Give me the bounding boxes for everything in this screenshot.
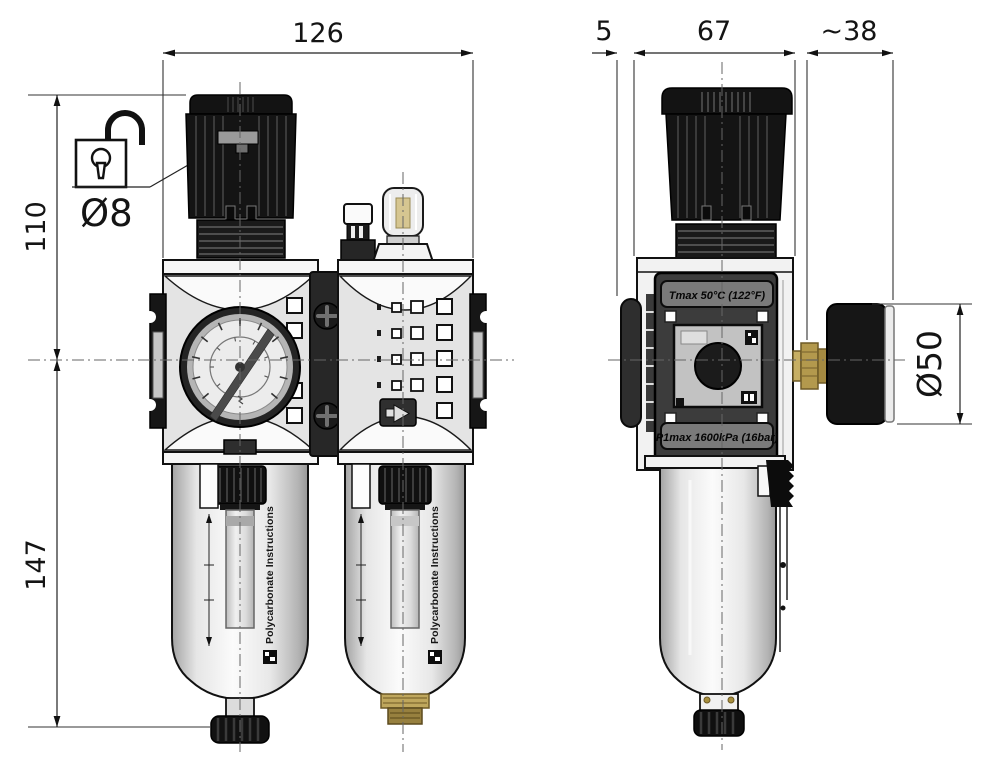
phillips-screw-top (313, 302, 341, 330)
level-indicator (204, 514, 214, 646)
lubricator-bowl: Polycarbonate Instructions (344, 463, 466, 725)
filter-regulator-body (144, 259, 319, 465)
port-squares-left (286, 297, 303, 424)
fill-plug (340, 203, 376, 263)
gauge-connection-brass (792, 342, 828, 390)
bowl-clip (766, 460, 794, 507)
level-indicator-lubricator (356, 514, 366, 646)
knob-dim-value: Ø8 (80, 192, 133, 235)
sight-window (199, 463, 219, 509)
dim-side-top: 5 67 ~38 (592, 16, 894, 340)
lubricator-body (337, 187, 492, 465)
filter-bowl-label: Polycarbonate Instructions (264, 506, 276, 644)
port-plate (672, 323, 764, 409)
connector-block (309, 271, 345, 457)
pmax-marking: P1max 1600kPa (16bar) (656, 432, 779, 444)
phillips-screw-bottom (313, 402, 341, 430)
dim-gauge-depth-value: ~38 (821, 16, 878, 47)
mounting-tab-side (620, 298, 642, 428)
pmax-band: P1max 1600kPa (16bar) (656, 422, 779, 450)
mounting-tab-left (144, 293, 167, 429)
regulator-knob-side (661, 87, 793, 261)
drain-valve-side (693, 693, 745, 737)
panel-corner-squares (664, 310, 769, 425)
dim-width-value: 126 (292, 18, 344, 49)
lubricator-bowl-label: Polycarbonate Instructions (429, 506, 441, 644)
side-view: 5 67 ~38 (592, 16, 972, 750)
regulator-knob (185, 94, 297, 259)
pressure-gauge (179, 306, 301, 455)
dim-body-depth-value: 67 (697, 16, 731, 47)
bowl-side (659, 460, 794, 737)
dim-left-offset-value: 5 (595, 16, 612, 47)
front-view: 126 110 147 Ø8 (21, 18, 514, 752)
tmax-band: Tmax 50°C (122°F) (660, 280, 774, 308)
dim-height-lower-value: 147 (21, 539, 52, 591)
unlock-icon (74, 110, 145, 189)
oil-tube (390, 509, 420, 629)
flow-arrow-icon (379, 398, 417, 427)
dim-gauge-diameter: Ø50 (872, 303, 972, 425)
bowl-logo (263, 650, 277, 664)
port-hole (694, 342, 742, 390)
dim-height-upper-value: 110 (21, 201, 52, 253)
knob-lock-window (217, 130, 259, 145)
gauge-diameter-value: Ø50 (910, 330, 949, 398)
gauge-needle (209, 328, 275, 422)
dim-width-126: 126 (162, 18, 474, 258)
sight-window-lubricator (351, 463, 371, 509)
pressure-gauge-side (826, 303, 895, 425)
body-side: Tmax 50°C (122°F) (620, 257, 794, 471)
bowl-logo-lubricator (428, 650, 442, 664)
knob-collar (196, 219, 286, 259)
mounting-tab-right (469, 293, 492, 429)
dim-heights: 110 147 (21, 94, 210, 728)
tmax-marking: Tmax 50°C (122°F) (669, 290, 766, 302)
brass-fitting (380, 693, 430, 725)
